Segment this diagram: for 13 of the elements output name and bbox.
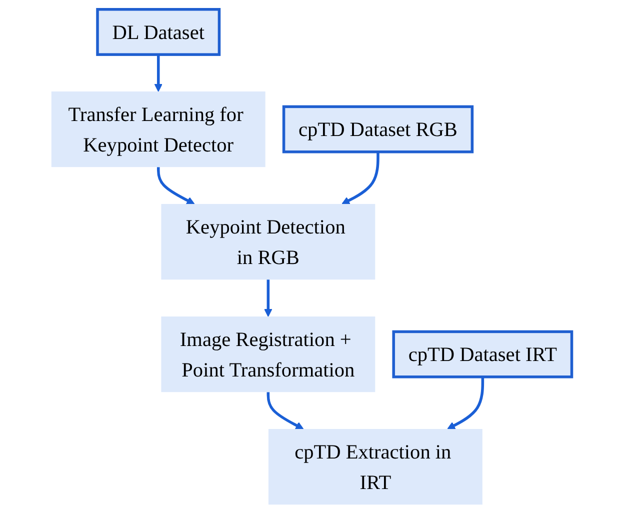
node-box: Image Registration + Point Transformation (162, 316, 376, 392)
arrow (267, 392, 304, 430)
node-box: cpTD Dataset IRT (392, 330, 574, 378)
arrow (154, 54, 163, 92)
arrow (342, 152, 380, 204)
node-box: cpTD Extraction in IRT (268, 428, 483, 505)
node-box: Transfer Learning for Keypoint Detector (52, 91, 266, 168)
arrow (448, 376, 484, 430)
arrow (157, 167, 196, 204)
arrow (264, 280, 273, 317)
node-box: cpTD Dataset RGB (282, 105, 474, 154)
node-box: Keypoint Detection in RGB (162, 204, 376, 280)
node-box: DL Dataset (96, 8, 222, 56)
